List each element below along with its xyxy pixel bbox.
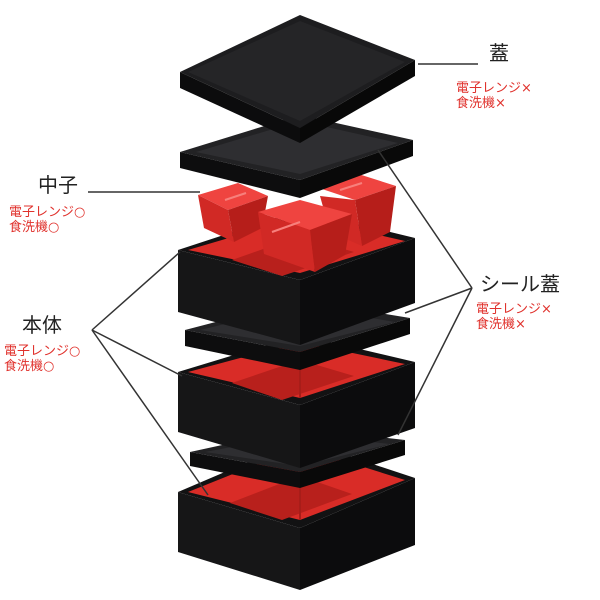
seal-lid-tray-1 (180, 115, 413, 198)
leader-lines (88, 63, 478, 496)
lid-microwave-note: 電子レンジ× (456, 81, 532, 96)
body-microwave-note: 電子レンジ○ (4, 344, 81, 359)
lid (180, 15, 415, 143)
body-box-middle (178, 335, 415, 468)
seal-lid-notes: 電子レンジ× 食洗機× (476, 302, 552, 333)
lid-label: 蓋 (489, 42, 509, 65)
inner-tray-notes: 電子レンジ○ 食洗機○ (9, 205, 86, 236)
lid-notes: 電子レンジ× 食洗機× (456, 81, 532, 112)
inner-tray-title: 中子 (38, 173, 78, 197)
lid-dishwasher-note: 食洗機× (456, 95, 506, 111)
seal-lid-label: シール蓋 (480, 273, 560, 296)
body-notes: 電子レンジ○ 食洗機○ (4, 344, 81, 375)
inner-tray-label: 中子 (38, 174, 78, 197)
body-title: 本体 (22, 313, 62, 337)
seal-lid-title: シール蓋 (480, 272, 560, 296)
lid-title: 蓋 (489, 41, 509, 65)
inner-tray-microwave-note: 電子レンジ○ (9, 205, 86, 220)
inner-tray-dishwasher-note: 食洗機○ (9, 219, 60, 235)
seal-lid-dishwasher-note: 食洗機× (476, 316, 526, 332)
body-dishwasher-note: 食洗機○ (4, 358, 55, 374)
seal-lid-microwave-note: 電子レンジ× (476, 302, 552, 317)
body-label: 本体 (22, 314, 62, 337)
